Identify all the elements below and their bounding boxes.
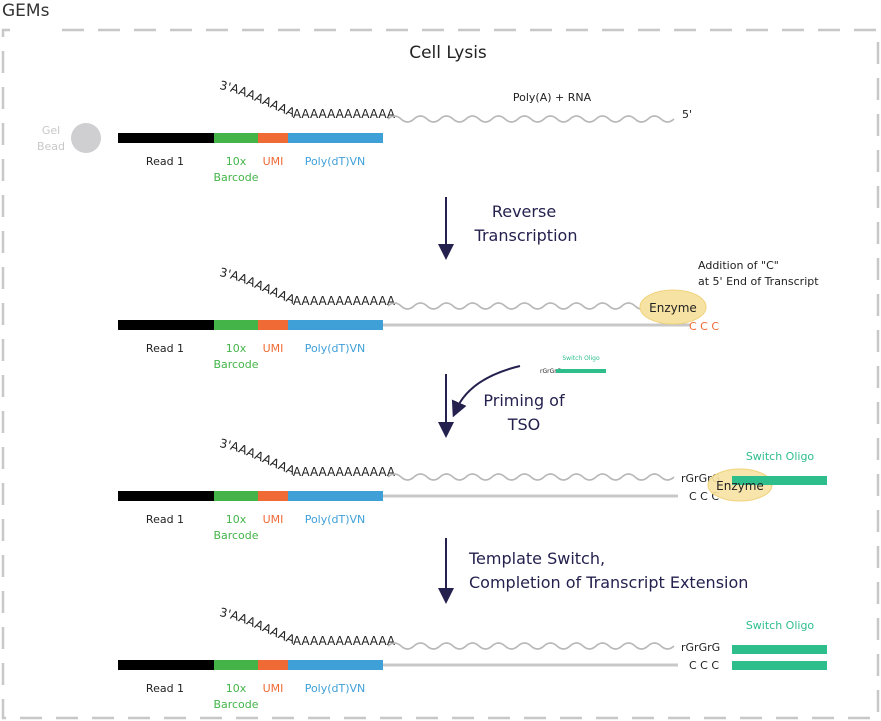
step-2-line-2: TSO bbox=[507, 415, 541, 434]
gel-bead bbox=[71, 123, 101, 153]
umi-segment bbox=[258, 660, 288, 670]
barcode-label-1: 10x bbox=[226, 342, 247, 355]
read1-segment bbox=[118, 133, 214, 143]
ccc-label: C C C bbox=[689, 320, 719, 333]
barcode-label-2: Barcode bbox=[213, 529, 258, 542]
ccc-label: C C C bbox=[689, 659, 719, 672]
five-prime-label: 5' bbox=[682, 108, 692, 121]
enzyme-label: Enzyme bbox=[716, 479, 764, 493]
umi-label: UMI bbox=[263, 155, 284, 168]
tso-small-label: Switch Oligo bbox=[562, 355, 600, 362]
switch-oligo-bar bbox=[732, 645, 827, 654]
gel-bead-label-1: Gel bbox=[42, 124, 60, 137]
enzyme bbox=[639, 289, 707, 325]
rna-strand bbox=[387, 115, 675, 123]
read1-segment bbox=[118, 491, 214, 501]
switch-oligo-bar bbox=[732, 476, 827, 485]
rna-strand bbox=[387, 642, 675, 650]
polydt-label: Poly(dT)VN bbox=[305, 342, 366, 355]
gem-frame bbox=[1, 28, 880, 720]
rna-label: Poly(A) + RNA bbox=[513, 91, 592, 104]
frame-label: GEMs bbox=[2, 1, 50, 21]
polydt-segment bbox=[288, 491, 383, 501]
poly-a-tail: 3'AAAAAAAAAAAAAAAAAAAAAAA bbox=[0, 0, 396, 121]
read1-label: Read 1 bbox=[146, 155, 184, 168]
enzyme-label: Enzyme bbox=[649, 301, 697, 315]
read1-segment bbox=[118, 320, 214, 330]
gel-bead-label-2: Bead bbox=[37, 140, 65, 153]
barcode-segment bbox=[214, 133, 258, 143]
umi-segment bbox=[258, 133, 288, 143]
diagram-title: Cell Lysis bbox=[409, 43, 487, 63]
umi-label: UMI bbox=[263, 342, 284, 355]
poly-a-tail: 3'AAAAAAAAAAAAAAAAAAAAAAA bbox=[0, 0, 396, 479]
umi-label: UMI bbox=[263, 513, 284, 526]
stage-cell-lysis: Gel Bead 3'AAAAAAAAAAAAAAAAAAAAAAA Poly(… bbox=[0, 0, 692, 184]
rgrgrg-label: rGrGrG bbox=[681, 641, 720, 654]
step-2-line-1: Priming of bbox=[483, 391, 565, 410]
read1-segment bbox=[118, 660, 214, 670]
read1-label: Read 1 bbox=[146, 513, 184, 526]
tso-small-oligo bbox=[556, 369, 606, 373]
stage-template-switch: 3'AAAAAAAAAAAAAAAAAAAAAAA rGrGrG C C C S… bbox=[0, 0, 827, 711]
switch-oligo-label: Switch Oligo bbox=[746, 619, 815, 632]
step-1-line-1: Reverse bbox=[492, 202, 556, 221]
barcode-segment bbox=[214, 660, 258, 670]
umi-segment bbox=[258, 320, 288, 330]
polydt-segment bbox=[288, 320, 383, 330]
step-3-line-1: Template Switch, bbox=[468, 549, 605, 568]
rna-strand bbox=[387, 302, 675, 310]
step-1-line-2: Transcription bbox=[474, 226, 578, 245]
polydt-label: Poly(dT)VN bbox=[305, 513, 366, 526]
read1-label: Read 1 bbox=[146, 342, 184, 355]
polydt-segment bbox=[288, 660, 383, 670]
poly-a-tail: 3'AAAAAAAAAAAAAAAAAAAAAAA bbox=[0, 0, 396, 308]
addition-note-2: at 5' End of Transcript bbox=[698, 275, 819, 288]
barcode-label-1: 10x bbox=[226, 682, 247, 695]
umi-segment bbox=[258, 491, 288, 501]
barcode-segment bbox=[214, 491, 258, 501]
barcode-label-2: Barcode bbox=[213, 358, 258, 371]
read1-label: Read 1 bbox=[146, 682, 184, 695]
addition-note-1: Addition of "C" bbox=[698, 259, 779, 272]
tso-small-rgrgrg: rGrGrG bbox=[540, 368, 562, 375]
rna-strand bbox=[387, 473, 675, 481]
extension-bar bbox=[732, 661, 827, 670]
barcode-label-2: Barcode bbox=[213, 698, 258, 711]
umi-label: UMI bbox=[263, 682, 284, 695]
barcode-segment bbox=[214, 320, 258, 330]
polydt-label: Poly(dT)VN bbox=[305, 682, 366, 695]
switch-oligo-label: Switch Oligo bbox=[746, 450, 815, 463]
tso-curved-arrow bbox=[451, 365, 521, 418]
barcode-label-1: 10x bbox=[226, 155, 247, 168]
barcode-label-2: Barcode bbox=[213, 171, 258, 184]
barcode-label-1: 10x bbox=[226, 513, 247, 526]
step-3-line-2: Completion of Transcript Extension bbox=[469, 573, 748, 592]
polydt-segment bbox=[288, 133, 383, 143]
polydt-label: Poly(dT)VN bbox=[305, 155, 366, 168]
